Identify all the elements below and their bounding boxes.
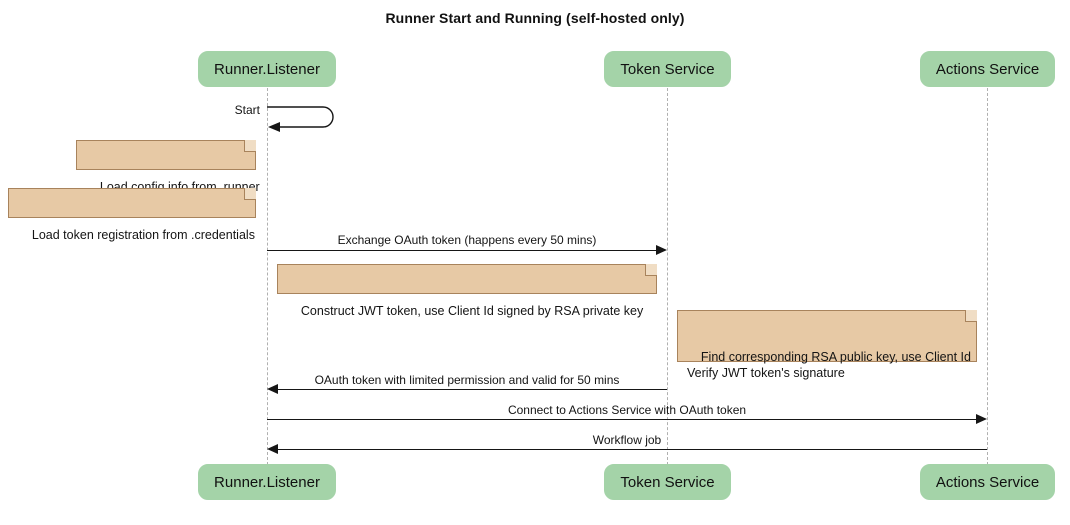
- note-fold-corner: [965, 310, 977, 322]
- note-verify-jwt: Find corresponding RSA public key, use C…: [677, 310, 977, 380]
- lifeline-runner: [267, 88, 268, 465]
- note-text: Find corresponding RSA public key, use C…: [687, 350, 971, 380]
- participant-label: Runner.Listener: [214, 473, 320, 491]
- note-load-config: Load config info from .runner: [76, 140, 260, 194]
- lifeline-token: [667, 88, 668, 465]
- message-label-workflow-job: Workflow job: [592, 433, 662, 447]
- participant-foot-runner[interactable]: Runner.Listener: [198, 464, 336, 500]
- participant-foot-token[interactable]: Token Service: [604, 464, 731, 500]
- arrowhead-left-icon: [267, 384, 278, 394]
- note-construct-jwt: Construct JWT token, use Client Id signe…: [277, 264, 657, 318]
- participant-label: Actions Service: [935, 60, 1040, 78]
- message-line-workflow-job[interactable]: [278, 449, 987, 450]
- participant-label: Token Service: [620, 60, 715, 78]
- participant-head-token[interactable]: Token Service: [604, 51, 731, 87]
- participant-head-actions[interactable]: Actions Service: [920, 51, 1055, 87]
- participant-label: Runner.Listener: [214, 60, 320, 78]
- note-fold-corner: [645, 264, 657, 276]
- note-text: Construct JWT token, use Client Id signe…: [300, 304, 644, 318]
- note-fold-corner: [244, 140, 256, 152]
- message-label-exchange-oauth-token: Exchange OAuth token (happens every 50 m…: [337, 233, 597, 247]
- lifeline-actions: [987, 88, 988, 465]
- note-load-token-registration: Load token registration from .credential…: [8, 188, 256, 242]
- message-line-oauth-token-limited[interactable]: [278, 389, 667, 390]
- message-label-connect-actions: Connect to Actions Service with OAuth to…: [507, 403, 747, 417]
- message-line-connect-actions[interactable]: [267, 419, 976, 420]
- message-label-oauth-token-limited: OAuth token with limited permission and …: [314, 373, 620, 387]
- note-fold-corner: [244, 188, 256, 200]
- message-label-start: Start: [234, 103, 260, 117]
- arrowhead-right-icon: [976, 414, 987, 424]
- arrowhead-left-icon: [267, 444, 278, 454]
- message-line-exchange-oauth-token[interactable]: [267, 250, 656, 251]
- arrowhead-right-icon: [656, 245, 667, 255]
- note-text: Load token registration from .credential…: [31, 228, 255, 242]
- self-message-start[interactable]: [266, 104, 346, 132]
- participant-label: Token Service: [620, 473, 715, 491]
- participant-label: Actions Service: [935, 473, 1040, 491]
- participant-foot-actions[interactable]: Actions Service: [920, 464, 1055, 500]
- participant-head-runner[interactable]: Runner.Listener: [198, 51, 336, 87]
- diagram-title: Runner Start and Running (self-hosted on…: [385, 10, 685, 26]
